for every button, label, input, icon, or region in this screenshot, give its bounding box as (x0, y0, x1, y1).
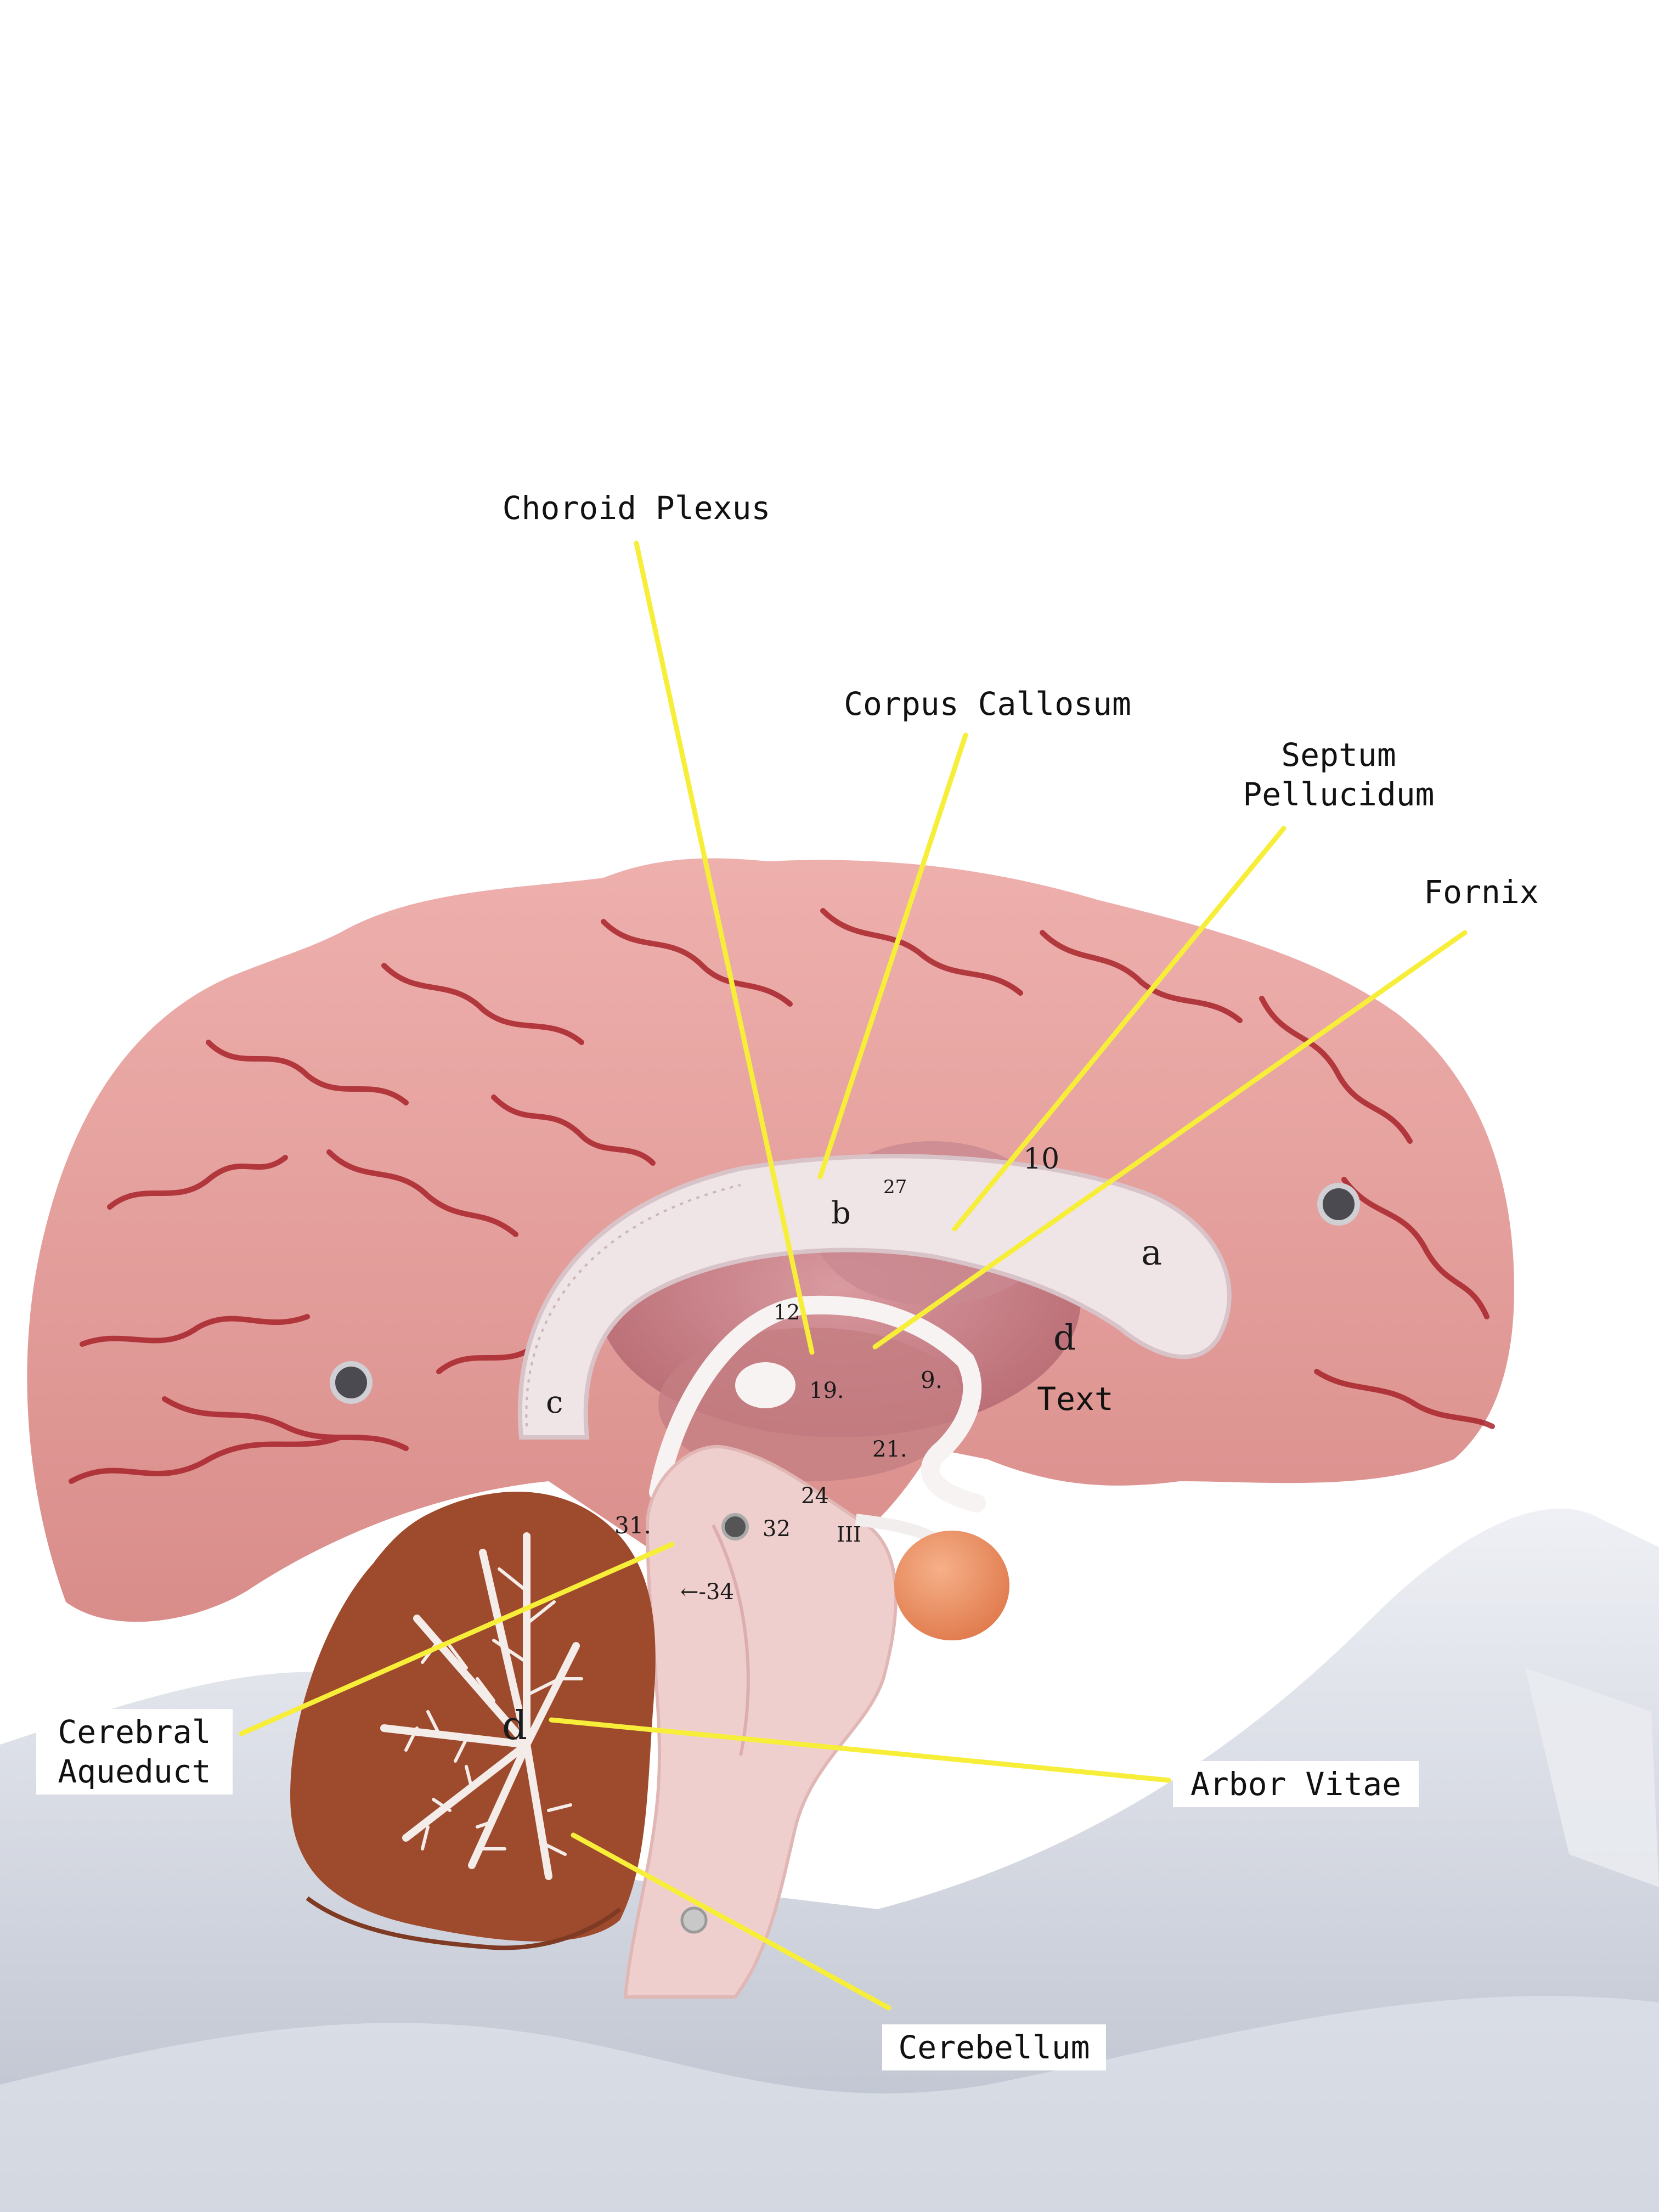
cerebellum-model (290, 1492, 656, 1950)
leader-arbor-vitae (549, 1717, 1171, 1783)
label-fornix: Fornix (1424, 873, 1539, 911)
label-choroid-plexus: Choroid Plexus (502, 489, 771, 527)
leader-cerebellum (571, 1832, 891, 2011)
marking-b: b (831, 1195, 851, 1231)
leader-cerebral-aqueduct (239, 1542, 675, 1736)
fornix-strand (649, 1295, 986, 1513)
marking-12: 12 (774, 1300, 800, 1324)
label-cerebral-aqueduct: Cerebral Aqueduct (36, 1709, 233, 1795)
marking-27: 27 (883, 1176, 907, 1198)
marking-31: 31. (614, 1512, 651, 1539)
marking-c: c (546, 1385, 563, 1420)
pituitary-model (855, 1514, 1009, 1640)
model-stand (0, 1508, 1659, 2212)
label-text-placeholder: Text (1037, 1380, 1114, 1418)
brainstem (623, 1444, 898, 1999)
marking-34: ←-34 (680, 1579, 734, 1605)
label-septum-pellucidum: Septum Pellucidum (1243, 736, 1435, 813)
marking-9: 9. (921, 1367, 943, 1393)
label-corpus-callosum: Corpus Callosum (844, 685, 1131, 723)
corpus-callosum (517, 1154, 1232, 1440)
model-markings: b 10 a d c 27 12 19. 9. 21. 24 32 III 31… (502, 1143, 1162, 1748)
marking-24: 24 (801, 1483, 829, 1509)
marking-a: a (1141, 1233, 1162, 1273)
marking-32: 32 (763, 1516, 791, 1542)
marking-III: III (837, 1522, 861, 1547)
leader-septum-pellucidum (952, 826, 1286, 1232)
leader-fornix (872, 930, 1468, 1350)
marking-d-cerebellum: d (502, 1702, 527, 1748)
label-arbor-vitae: Arbor Vitae (1173, 1761, 1419, 1807)
marking-19: 19. (809, 1378, 844, 1403)
marking-d-callosum: d (1053, 1318, 1076, 1358)
label-cerebellum: Cerebellum (882, 2024, 1106, 2070)
marking-10: 10 (1023, 1143, 1059, 1176)
leader-choroid-plexus (634, 540, 815, 1355)
leader-corpus-callosum (817, 732, 968, 1180)
leader-lines (239, 540, 1468, 2011)
marking-21: 21. (872, 1437, 907, 1462)
